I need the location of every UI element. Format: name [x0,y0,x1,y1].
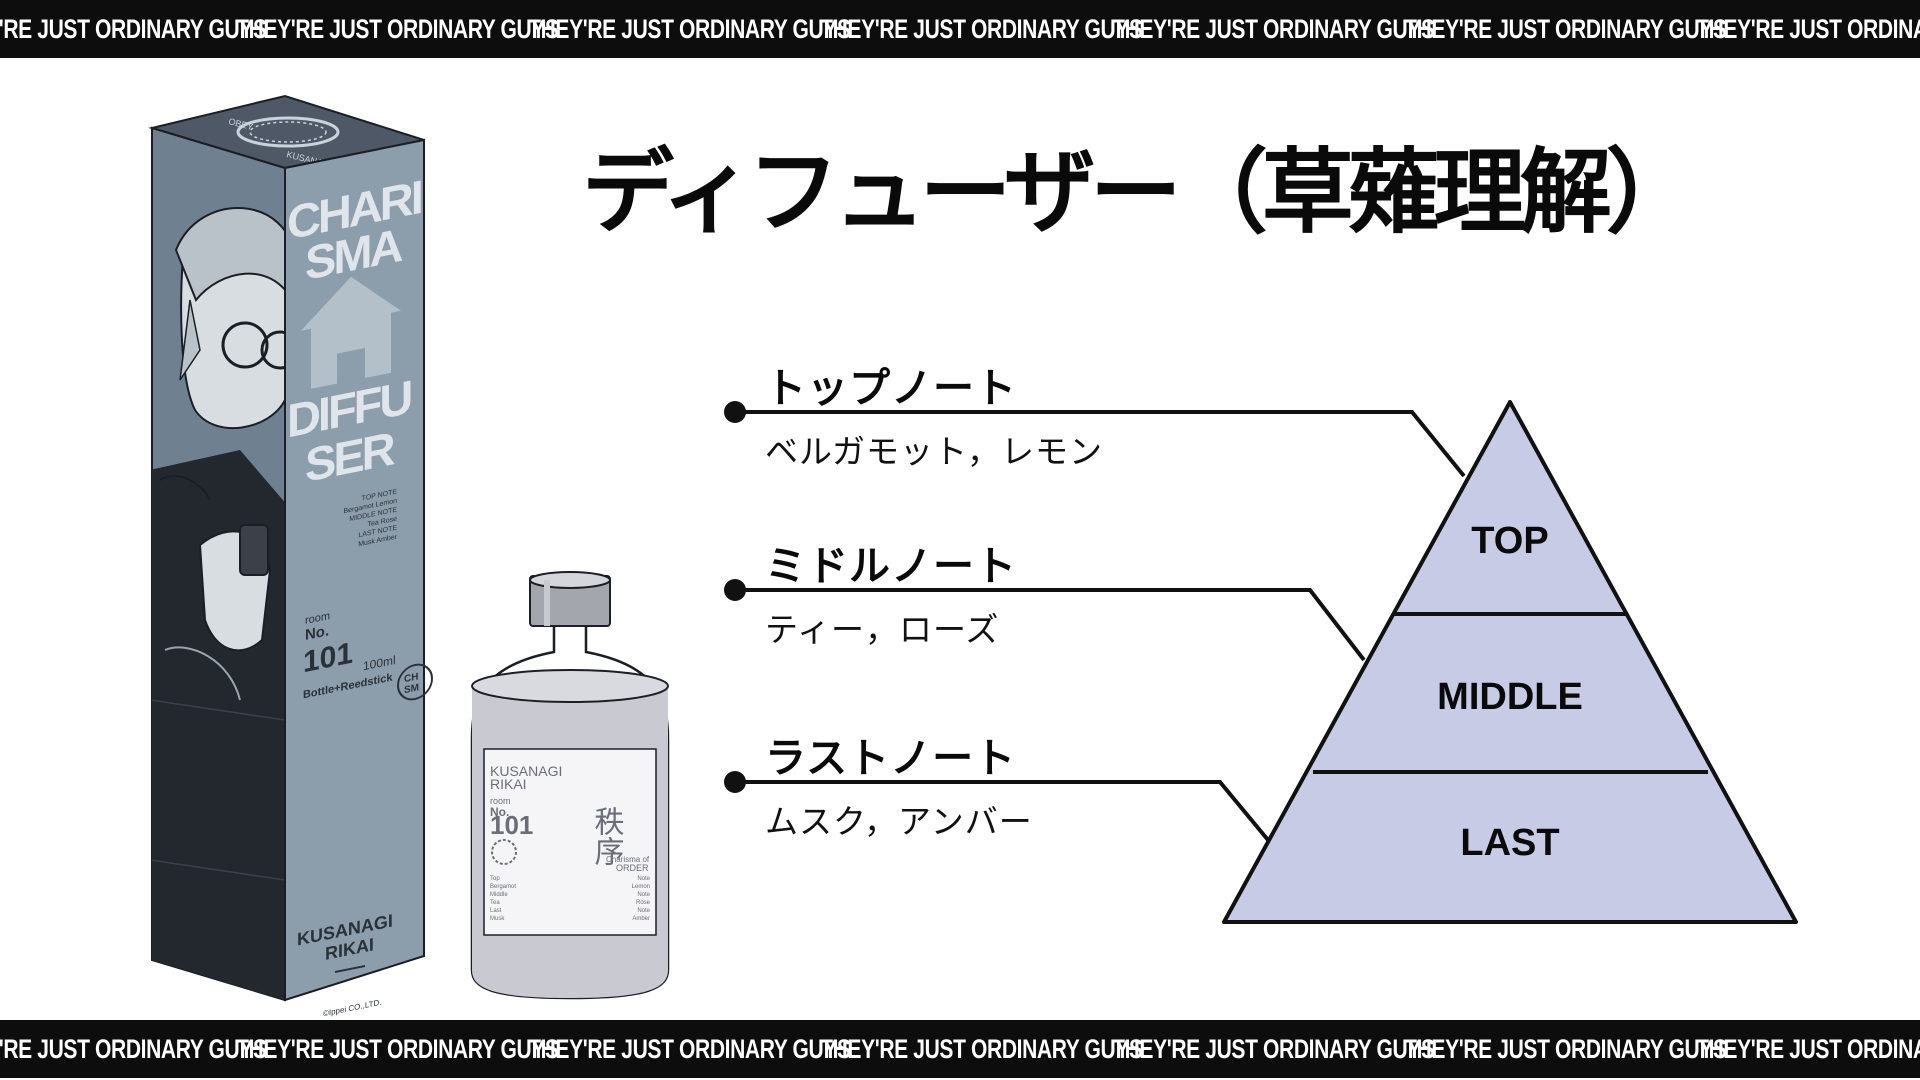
box-top-emblem [236,116,340,148]
bottle-label [483,748,657,936]
top-note-line [735,410,1466,478]
ticker-text: THEY'RE JUST ORDINARY GUYS [1112,1033,1435,1064]
bottle-kanji: 秩序 [589,806,625,866]
bottle-label-name-2: RIKAI [490,776,527,792]
diffuser-bottle: KUSANAGI RIKAI room No. 101 秩序 Charisma … [470,571,670,1000]
middle-note-title: ミドルノート [765,542,1017,590]
ticker-text: THEY'RE JUST ORDINARY GUYS [528,1033,851,1064]
bottle-emblem-icon [491,839,517,865]
box-room-label: room [305,610,330,627]
top-note-desc: ベルガモット，レモン [765,432,1104,471]
box-badge-icon [397,663,433,701]
bottle-list-item: Lemon [632,884,650,890]
bottle-charisma-line-2: ORDER [616,863,649,873]
bottle-list-item: Bergamot [490,884,516,890]
bottle-list-item: Rose [636,900,651,906]
middle-note-desc: ティー，ローズ [765,610,1000,649]
ticker-text: THEY'RE JUST ORDINARY GUYS [236,1033,559,1064]
box-volume: 100ml [363,653,396,673]
middle-note-line [735,588,1366,662]
last-note-desc: ムスク，アンバー [765,802,1033,841]
box-badge-line-2: SM [404,682,419,696]
pyramid-shape [1222,400,1798,924]
bottle-list-item: Note [637,908,650,914]
ticker-text: THEY'RE JUST ORDINARY GUYS [820,1033,1143,1064]
house-icon [301,276,401,389]
bottle-list-item: Last [490,908,502,914]
ticker-text: THEY'RE JUST ORDINARY GUYS [1696,1033,1920,1064]
bottle-list-item: Musk [490,916,505,922]
ticker-text: THEY'RE JUST ORDINARY GUYS [0,1033,267,1064]
glasses-lens-icon [221,321,269,369]
box-copyright: ©Ippei CO.,LTD. [323,998,382,1019]
bottle-list-item: Note [637,876,650,882]
top-note-title: トップノート [765,364,1017,412]
page-title: ディフューザー（草薙理解） [582,139,1698,246]
bottle-list-item: Tea [490,900,500,906]
last-note-title: ラストノート [765,734,1017,782]
pyramid-last-label: LAST [1460,822,1560,864]
bottle-list-item: Amber [632,916,650,922]
fragrance-pyramid [1222,400,1798,924]
pyramid-middle-label: MIDDLE [1437,676,1583,718]
box-no-label: No. [305,622,329,644]
note-leader-lines [724,401,1466,842]
pyramid-top-label: TOP [1471,520,1549,562]
character-illustration [152,206,285,1000]
bottle-list-item: Top [490,876,500,882]
bottle-no-label: No. [490,805,509,819]
bottle-list-item: Note [637,892,650,898]
diffuser-box: OBEY KUSANAGI RIKAI CHARI SMA DIFFU SER [148,94,433,1019]
ticker-text: THEY'RE JUST ORDINARY GUYS [1404,1033,1727,1064]
bottle-charisma-line-1: Charisma of [606,855,650,864]
bottle-label-name-1: KUSANAGI [490,763,562,779]
bottle-room-number: 101 [490,810,533,840]
bottle-room-label: room [490,796,511,806]
perfume-bottle-icon [239,524,269,576]
box-badge-line-1: CH [404,671,418,685]
bottle-list-item: Middle [490,892,508,898]
ticker-text: THEY'RE JUST ORDINARY GUYS [1696,13,1920,44]
last-note-line [735,780,1270,842]
